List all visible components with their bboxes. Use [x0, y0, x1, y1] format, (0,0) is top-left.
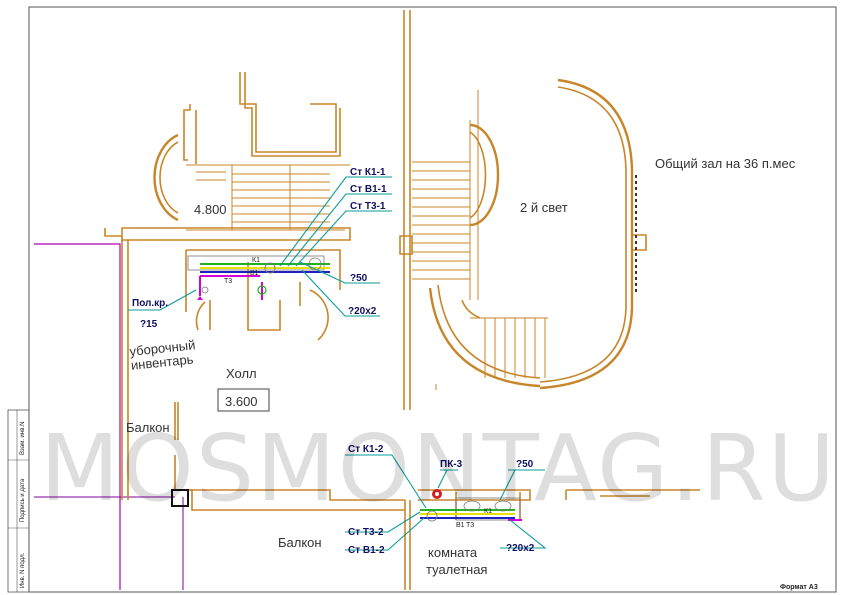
bottom-right-walls	[418, 489, 700, 520]
tag-t3-bottom: Т3	[466, 522, 474, 529]
stamp-cell-replace: Взам. инв.N	[20, 422, 26, 455]
riser-b1-1-label: Ст В1-1	[350, 184, 387, 195]
room-balcony-left-label: Балкон	[126, 420, 170, 435]
riser-t3-1-label: Ст Т3-1	[350, 201, 386, 212]
room-two-light-label: 2 й свет	[520, 200, 568, 215]
riser-b1-2-label: Ст В1-2	[348, 545, 385, 556]
elevation-hall-label: 3.600	[225, 394, 258, 409]
floor-drain-label: Пол.кр.	[132, 298, 168, 309]
top-pipe-risers	[187, 255, 330, 300]
room-main-hall-label: Общий зал на 36 п.мес	[655, 156, 796, 171]
riser-k1-2-label: Ст К1-2	[348, 444, 384, 455]
room-hall-label: Холл	[226, 366, 257, 381]
left-block-walls	[104, 72, 411, 590]
watermark-text: MOSMONTAG.RU	[40, 415, 837, 522]
axis-marker	[171, 489, 189, 507]
diameter-20x2-bottom-label: ?20х2	[506, 543, 535, 554]
central-block-walls	[399, 10, 647, 410]
tag-t3-top: Т3	[224, 278, 232, 285]
tag-b1-top: В1	[250, 270, 259, 277]
fire-hydrant-pk3-label: ПК-3	[440, 459, 463, 470]
side-stamp	[7, 409, 30, 593]
top-leader-lines	[128, 176, 392, 317]
sheet-frame	[28, 6, 837, 593]
axis-line-left	[34, 243, 121, 590]
bottom-pipe-risers	[420, 489, 522, 522]
riser-k1-1-label: Ст К1-1	[350, 167, 386, 178]
room-cleaning-label: уборочныйинвентарь	[129, 337, 198, 373]
stamp-cell-inventory: Инв. N подл.	[20, 552, 26, 588]
axis-line-bottom	[34, 496, 184, 590]
diameter-20x2-top-label: ?20х2	[348, 306, 377, 317]
diameter-50-top-label: ?50	[350, 273, 368, 284]
elevation-hall-box	[217, 388, 270, 412]
tag-k1-top: К1	[252, 257, 260, 264]
tag-k1-bottom: К1	[484, 508, 492, 515]
riser-t3-2-label: Ст Т3-2	[348, 527, 384, 538]
elevation-top-label: 4.800	[194, 202, 227, 217]
tag-b1-bottom: В1	[456, 522, 465, 529]
bottom-leader-lines	[345, 454, 547, 551]
room-balcony-bottom-label: Балкон	[278, 535, 322, 550]
stamp-cell-signature: Подпись и дата	[20, 478, 26, 522]
format-label: Формат А3	[780, 584, 818, 591]
diameter-50-bottom-label: ?50	[516, 459, 534, 470]
floor-drain-diameter-label: ?15	[140, 319, 158, 330]
